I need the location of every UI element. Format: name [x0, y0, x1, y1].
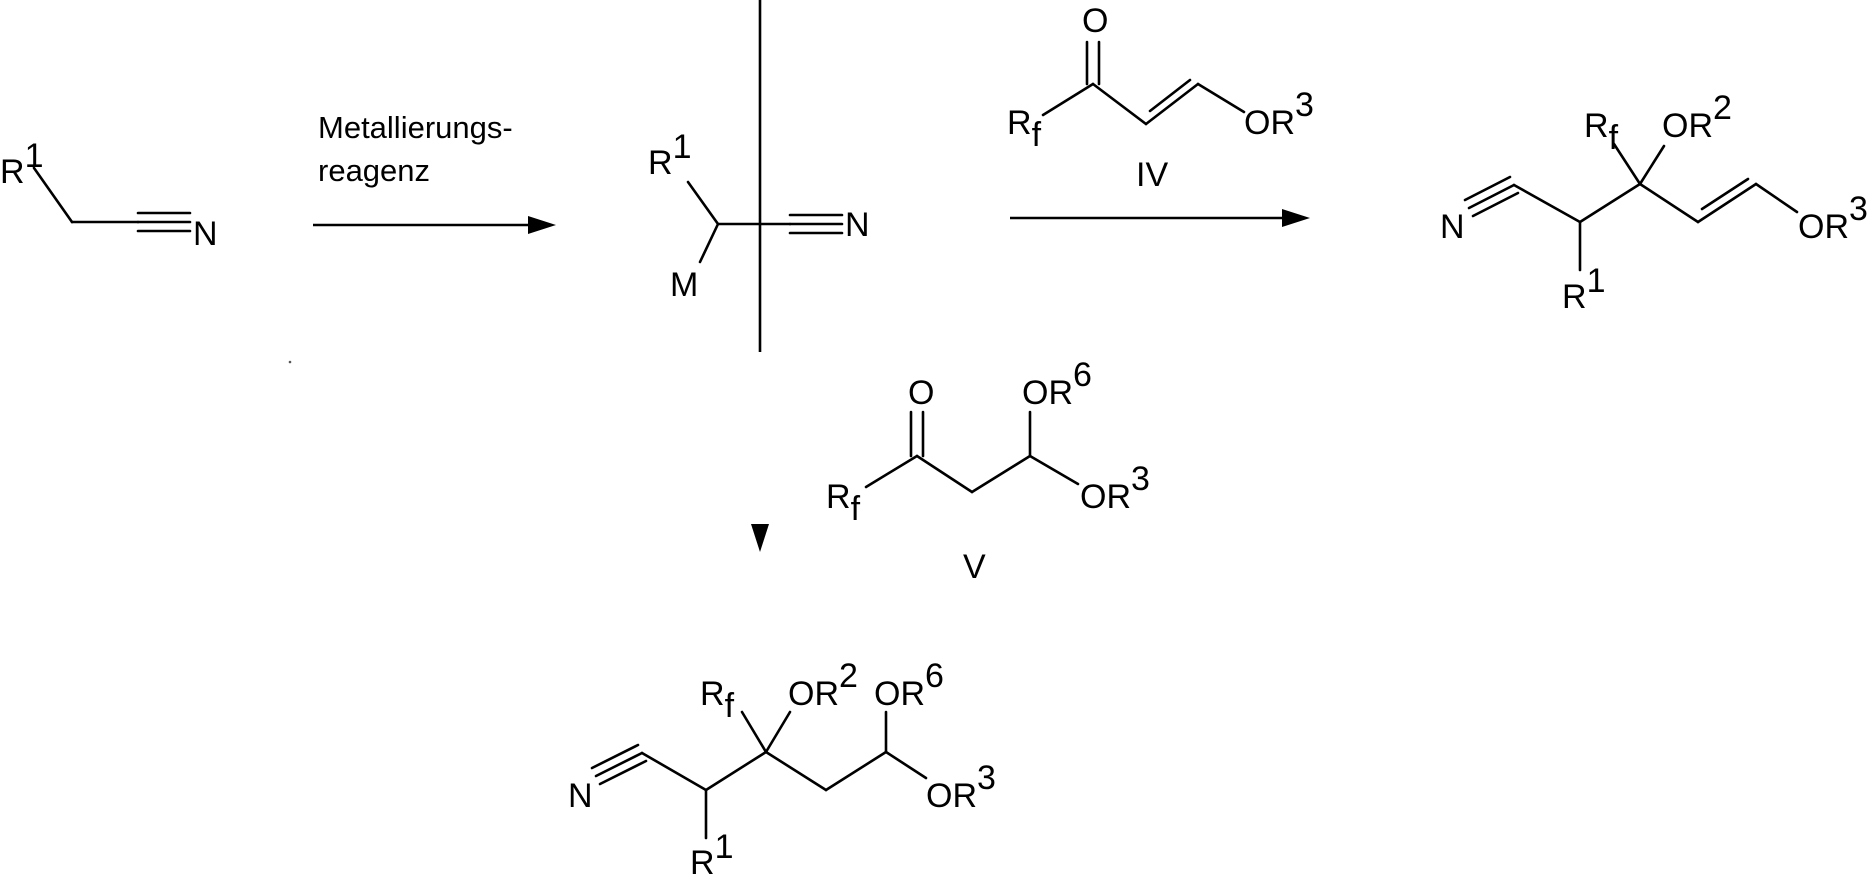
or2-label-product-v: OR2: [788, 657, 858, 713]
product-iv: N R1 Rf OR2 OR3: [1440, 89, 1868, 316]
stray-dot: [289, 361, 292, 364]
or6-label-v: OR6: [1022, 356, 1092, 412]
or2-label-product-iv: OR2: [1662, 89, 1732, 145]
triple-bond-line-3-product-v: [600, 761, 646, 784]
bond-rf-co-v: [866, 456, 917, 487]
or3-label-product-v: OR3: [926, 759, 996, 815]
bond-ch-m-metallated: [700, 224, 718, 262]
bond-co-ch-iv: [1093, 84, 1146, 124]
or3-label-iv: OR3: [1244, 86, 1314, 142]
rf-label-product-v: Rf: [700, 675, 735, 725]
double-bond-main-product-iv: [1698, 184, 1756, 222]
bond-ch2-ch-v: [972, 456, 1030, 492]
triple-bond-line-2-product-v: [596, 753, 642, 776]
bond-cq-or2-product-iv: [1640, 146, 1664, 184]
n-atom-product-v: N: [568, 777, 593, 815]
r1-label-metallated: R1: [648, 128, 691, 182]
product-v: N R1 Rf OR2 OR6 OR3: [568, 657, 996, 881]
or3-label-product-iv: OR3: [1798, 190, 1868, 246]
or3-label-v: OR3: [1080, 460, 1150, 516]
bond-r1-ch2-start: [34, 168, 72, 222]
bond-ch-cq-product-iv: [1580, 184, 1640, 222]
bond-r1-ch-metallated: [688, 182, 718, 224]
bond-ch-o-product-iv: [1756, 184, 1797, 212]
bond-cn-ch-product-v: [642, 753, 706, 790]
bond-ch-or3-v: [1030, 456, 1078, 484]
bond-co-ch2-v: [917, 456, 972, 492]
triple-bond-line-2-product-iv: [1469, 185, 1514, 208]
double-bond-main-iv: [1146, 84, 1198, 124]
r1-label-product-iv: R1: [1562, 262, 1605, 316]
r1-label-product-v: R1: [690, 828, 733, 881]
bond-ch2-ch-product-v: [826, 752, 886, 790]
n-atom-metallated: N: [845, 206, 870, 244]
or6-label-product-v: OR6: [874, 657, 944, 713]
r1-label-start: R1: [0, 137, 43, 191]
bond-cn-ch-product-iv: [1514, 185, 1580, 222]
bond-ch-or3-product-v: [886, 752, 926, 778]
reagent-iv: O Rf OR3 IV: [1007, 2, 1314, 194]
arrow-to-iv-product: [1010, 209, 1310, 227]
metallation-arrow: Metallierungs- reagenz: [313, 110, 556, 234]
triple-bond-line-1-product-v: [592, 745, 638, 768]
bond-cq-rf-product-v: [742, 712, 766, 752]
o-atom-iv: O: [1082, 2, 1108, 40]
reagent-v: O Rf OR6 OR3 V: [826, 356, 1150, 586]
arrow-2-head: [1282, 209, 1310, 227]
bond-cq-ch-product-iv: [1640, 184, 1698, 222]
reagent-line-2: reagenz: [318, 153, 430, 188]
m-atom: M: [670, 266, 698, 304]
compound-label-v: V: [963, 548, 986, 586]
n-atom-start: N: [193, 215, 218, 253]
arrow-to-v-product: [751, 0, 769, 552]
rf-label-product-iv: Rf: [1584, 107, 1619, 157]
bond-cq-ch2-product-v: [766, 752, 826, 790]
rf-label-v: Rf: [826, 478, 861, 528]
bond-ch-o-iv: [1198, 84, 1244, 112]
starting-nitrile: R1 N: [0, 137, 218, 253]
arrow-3-head: [751, 524, 769, 552]
triple-bond-line-3-product-iv: [1473, 193, 1518, 216]
reagent-line-1: Metallierungs-: [318, 110, 513, 145]
bond-ch-cq-product-v: [706, 752, 766, 790]
rf-label-iv: Rf: [1007, 104, 1042, 154]
triple-bond-line-1-product-iv: [1465, 177, 1510, 200]
n-atom-product-iv: N: [1440, 208, 1465, 246]
o-atom-v: O: [908, 374, 934, 412]
bond-rf-co-iv: [1043, 84, 1093, 115]
compound-label-iv: IV: [1136, 156, 1168, 194]
bond-cq-or2-product-v: [766, 712, 790, 752]
arrow-1-head: [528, 216, 556, 234]
